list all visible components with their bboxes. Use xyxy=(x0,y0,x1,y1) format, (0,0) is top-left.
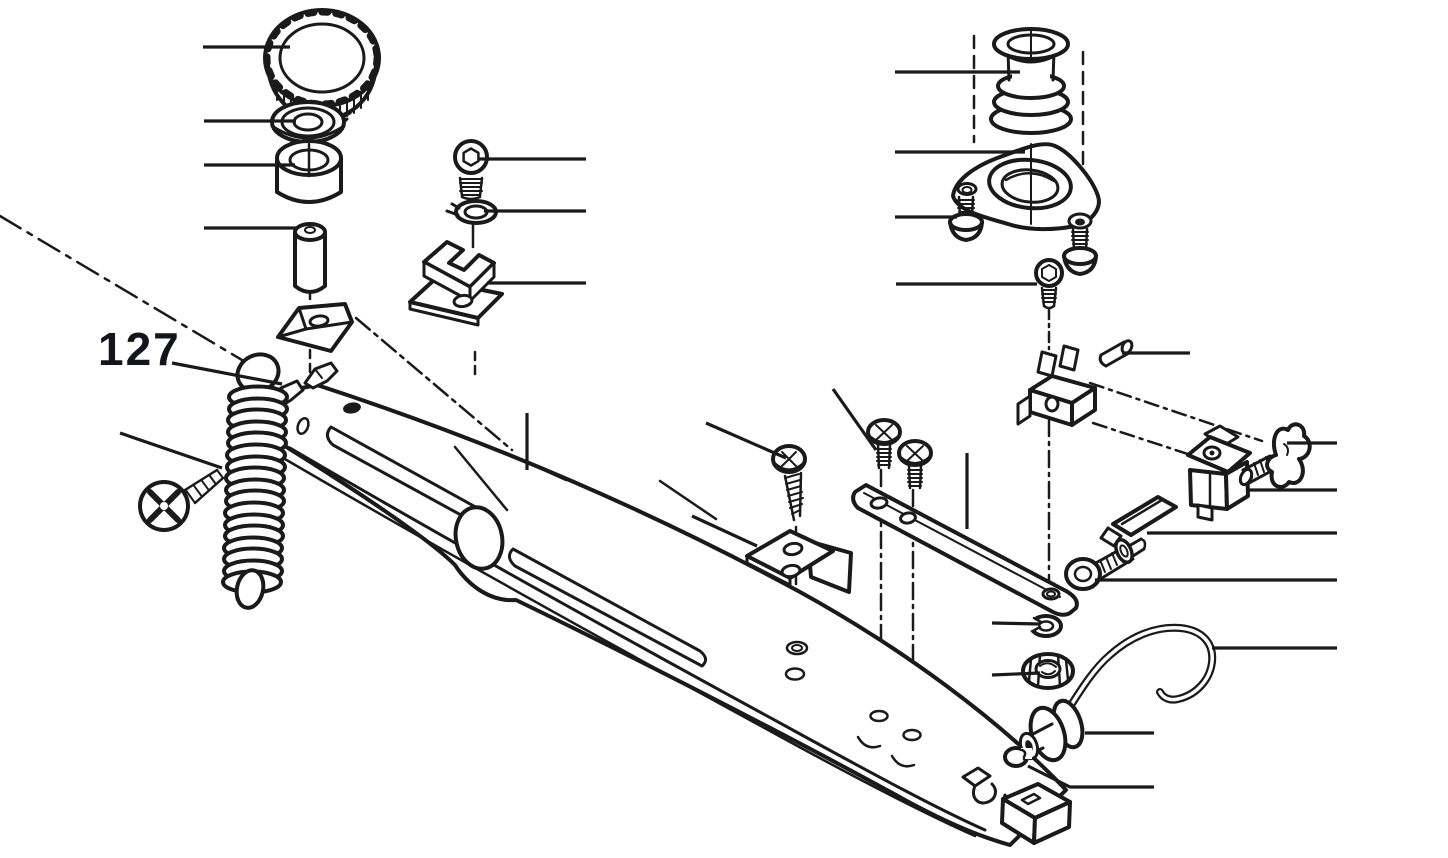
wood-screw-part xyxy=(771,444,807,522)
cylinder-pin-part xyxy=(293,222,327,294)
flat-lever-part xyxy=(1099,495,1178,548)
wing-screw-part xyxy=(1238,422,1312,489)
bail-wire-part xyxy=(1058,623,1217,723)
c-clip-part xyxy=(1003,746,1032,768)
lever-arm-part xyxy=(256,361,1068,847)
slide-bar-part xyxy=(851,483,1079,617)
angle-bracket-part xyxy=(745,529,853,594)
roller-spool-part xyxy=(1018,698,1085,763)
wedge-block-part xyxy=(276,302,354,353)
phillips-screw-part xyxy=(138,468,225,532)
set-screw-part xyxy=(1034,258,1064,310)
pan-head-screw-front-part xyxy=(866,418,902,470)
pivot-bracket-part xyxy=(1016,344,1097,427)
figure-number-label: 127 xyxy=(98,323,181,375)
leader-lines xyxy=(119,45,1337,789)
bushing-part xyxy=(275,139,343,204)
flange-screw-right-part xyxy=(1062,227,1098,276)
extension-spring-part xyxy=(221,352,289,610)
hex-nut-part xyxy=(1021,652,1075,690)
cable-clamp-part xyxy=(408,240,504,327)
arm-end-block-part xyxy=(961,766,1072,845)
socket-head-screw-part xyxy=(453,139,489,201)
flange-screw-left-part xyxy=(948,195,984,242)
flange-plate-part xyxy=(951,142,1101,232)
bellows-grommet-part xyxy=(989,27,1073,135)
c-ring-part xyxy=(1024,614,1063,638)
clamp-block-part xyxy=(1186,424,1252,522)
pan-head-screw-rear-part xyxy=(897,439,933,490)
shoulder-screw-with-washer-part xyxy=(1064,537,1147,591)
